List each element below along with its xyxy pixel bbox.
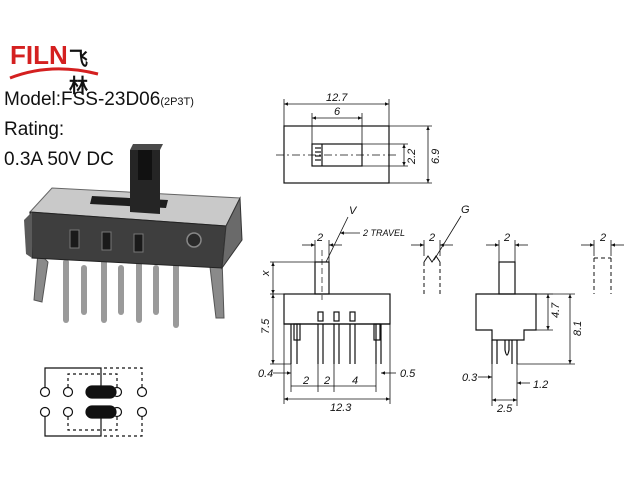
dim-body-length: 12.3	[330, 402, 352, 414]
dim-actuator-width: 2	[316, 232, 323, 244]
logo-swoosh	[9, 67, 99, 80]
dim-side-actuator: 2	[503, 232, 510, 244]
detail-g: G 2	[411, 204, 470, 294]
model-note: (2P3T)	[160, 96, 194, 108]
dim-pin-height: 7.5	[260, 318, 272, 334]
model-label: Model:	[4, 89, 62, 110]
model-value: FSS-23D06	[61, 89, 161, 110]
dim-side-pin-gap: 1.2	[533, 379, 548, 391]
brand-name: FILN	[10, 40, 68, 70]
dim-pitch-3: 4	[352, 375, 358, 387]
dim-top-slot: 6	[334, 106, 341, 118]
dim-top-width: 12.7	[326, 92, 348, 104]
switch-photo	[24, 144, 243, 328]
dim-top-depth: 6.9	[430, 149, 442, 164]
dim-pin-thickness: 0.4	[258, 368, 273, 380]
top-view: 12.7 6 2.2 6.9	[276, 92, 442, 184]
dim-pitch-1: 2	[302, 375, 309, 387]
dim-pitch-2: 2	[323, 375, 330, 387]
brand-logo: FILN 飞林	[6, 40, 101, 97]
dim-side-pin-thickness: 0.3	[462, 372, 478, 384]
dim-g-width: 2	[428, 232, 435, 244]
dim-pin-width: 0.5	[400, 368, 416, 380]
model-line: Model:FSS-23D06(2P3T)	[4, 89, 194, 111]
rating-label: Rating:	[4, 119, 65, 140]
side-view: 2 4.7 8.1 0.3 1.2 2.5	[462, 232, 584, 415]
dim-right-width: 2	[599, 232, 606, 244]
rating-value: 0.3A 50V DC	[4, 149, 114, 170]
dim-travel: 2 TRAVEL	[362, 228, 405, 238]
front-view: V 2 2 TRAVEL x 7.5 0.4 2 2 4 0.5	[258, 205, 416, 414]
label-v: V	[349, 205, 358, 217]
brand-name-chinese: 飞林	[69, 48, 89, 97]
label-g: G	[461, 204, 470, 216]
dim-x: x	[260, 270, 272, 277]
dim-side-body: 4.7	[550, 302, 562, 318]
dim-top-actuator: 2.2	[406, 149, 418, 165]
circuit-schematic	[39, 367, 148, 437]
dim-side-total: 8.1	[572, 321, 584, 336]
detail-right: 2	[581, 232, 624, 294]
dim-side-pin-pitch: 2.5	[496, 403, 513, 415]
